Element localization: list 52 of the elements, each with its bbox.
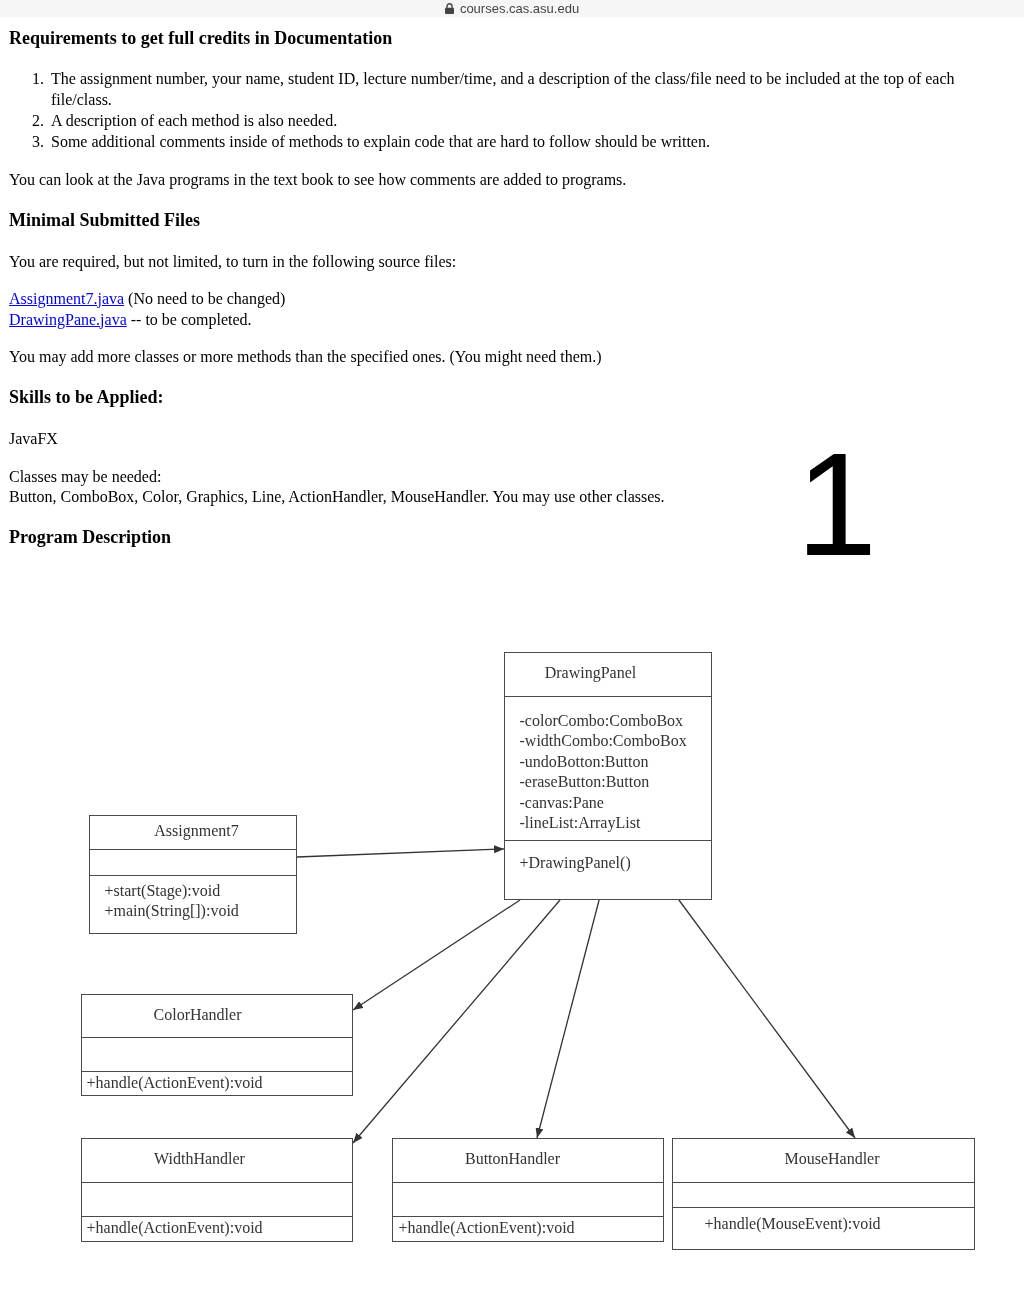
arrow xyxy=(352,899,521,1011)
arrow xyxy=(296,845,505,858)
attribute-text: -undoBotton:Button xyxy=(519,751,649,772)
list-number: 2. xyxy=(32,110,44,131)
method-text: +handle(MouseEvent):void xyxy=(704,1213,881,1234)
section-heading: Skills to be Applied: xyxy=(9,386,164,408)
paragraph: You can look at the Java programs in the text book to see how comments are added to programs. xyxy=(9,169,627,190)
class-name: WidthHandler xyxy=(154,1149,245,1170)
method-text: +handle(ActionEvent):void xyxy=(398,1218,575,1239)
arrow xyxy=(535,899,600,1139)
paragraph: Button, ComboBox, Color, Graphics, Line, ActionHandler, MouseHandler. You may use other classes. xyxy=(9,486,665,507)
attribute-text: -canvas:Pane xyxy=(519,792,604,813)
method-text: +handle(ActionEvent):void xyxy=(86,1072,263,1093)
arrow xyxy=(678,899,856,1139)
class-box xyxy=(504,652,712,900)
class-box xyxy=(81,1138,353,1242)
arrow xyxy=(352,899,561,1144)
file-link: DrawingPane.java xyxy=(9,309,127,330)
method-text: +main(String[]):void xyxy=(104,901,239,921)
url-text: courses.cas.asu.edu xyxy=(459,1,580,16)
list-item-text: A description of each method is also needed. xyxy=(51,110,339,131)
list-number: 3. xyxy=(32,131,44,152)
class-name: Assignment7 xyxy=(154,821,239,842)
method-text: +start(Stage):void xyxy=(104,880,221,901)
paragraph: Classes may be needed: xyxy=(9,466,162,487)
note-text: (No need to be changed) xyxy=(128,288,286,309)
class-box xyxy=(81,994,353,1096)
section-heading: Requirements to get full credits in Documentation xyxy=(9,27,393,49)
attribute-text: -colorCombo:ComboBox xyxy=(519,710,684,731)
class-box xyxy=(392,1138,664,1242)
attribute-text: -lineList:ArrayList xyxy=(519,813,641,833)
class-box xyxy=(89,815,297,934)
class-name: DrawingPanel xyxy=(544,663,637,684)
note-text: -- to be completed. xyxy=(130,309,252,330)
class-box xyxy=(672,1138,975,1250)
class-name: MouseHandler xyxy=(784,1149,880,1170)
section-heading: Minimal Submitted Files xyxy=(9,209,200,231)
method-text: +DrawingPanel() xyxy=(519,852,631,873)
large-numeral: 1 xyxy=(796,450,878,560)
attribute-text: -eraseButton:Button xyxy=(519,772,650,792)
paragraph: JavaFX xyxy=(9,428,58,449)
class-name: ColorHandler xyxy=(153,1004,242,1025)
file-link: Assignment7.java xyxy=(9,288,125,309)
list-item-text: Some additional comments inside of methods to explain code that are hard to follow should be written. xyxy=(51,131,711,152)
method-text: +handle(ActionEvent):void xyxy=(86,1218,263,1239)
class-name: ButtonHandler xyxy=(464,1149,561,1170)
paragraph: You are required, but not limited, to turn in the following source files: xyxy=(9,251,457,272)
section-heading: Program Description xyxy=(9,526,172,548)
paragraph: You may add more classes or more methods than the specified ones. (You might need them.) xyxy=(9,346,602,367)
list-item-text: The assignment number, your name, student ID, lecture number/time, and a description of the class/file need to be included at the top of each file/class. xyxy=(51,68,956,110)
list-number: 1. xyxy=(32,68,44,89)
attribute-text: -widthCombo:ComboBox xyxy=(519,731,687,751)
